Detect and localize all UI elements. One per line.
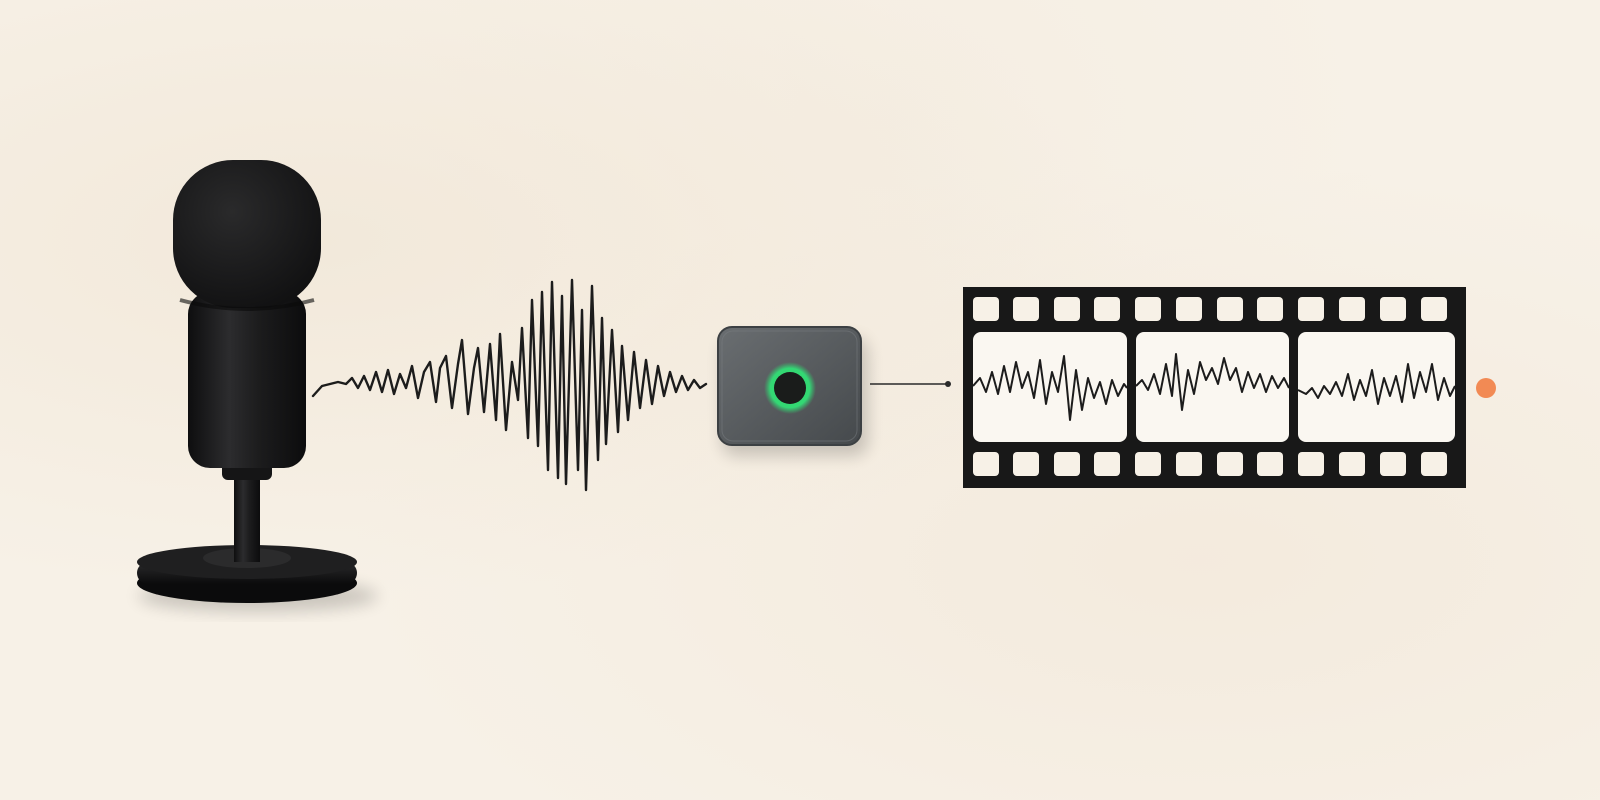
film-waveform-3 [1297, 363, 1456, 405]
end-marker-dot [1476, 378, 1496, 398]
film-frame-3 [1298, 332, 1455, 442]
film-waveform-1 [972, 355, 1128, 421]
microphone-icon [137, 160, 378, 612]
film-frame-2 [1136, 332, 1289, 442]
connector-line [870, 381, 951, 387]
film-waveform-2 [1135, 353, 1290, 411]
device-icon [717, 326, 868, 456]
film-strip-icon [963, 287, 1466, 488]
waveform-icon [311, 278, 708, 492]
